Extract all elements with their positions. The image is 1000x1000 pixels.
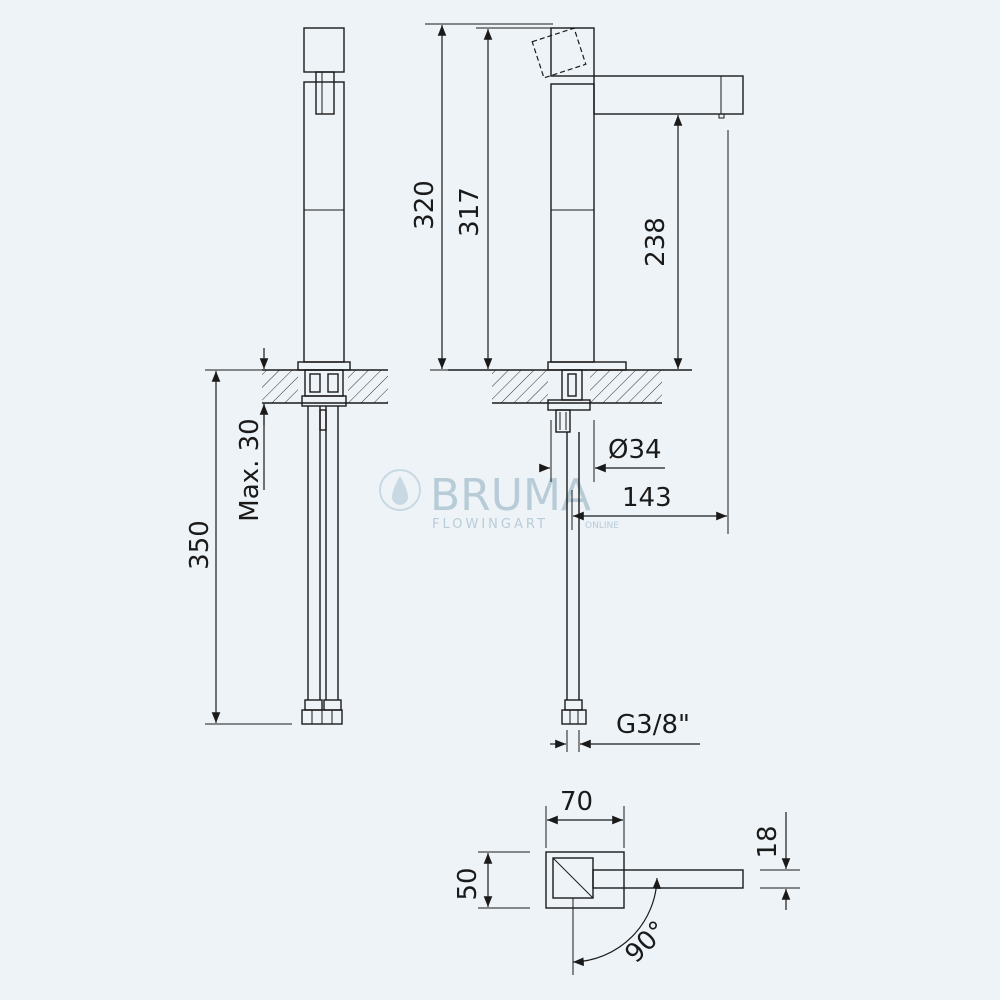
watermark-brand: BRUMA xyxy=(430,470,591,521)
dim-plan-depth: 50 xyxy=(453,867,483,900)
dim-total-height: 320 xyxy=(410,180,440,230)
dim-hose-length: 350 xyxy=(185,520,215,570)
front-body xyxy=(303,81,345,363)
water-drop-icon xyxy=(379,469,421,511)
dim-connection-thread: G3/8" xyxy=(616,710,690,740)
dim-plan-width: 70 xyxy=(560,787,593,817)
side-body xyxy=(550,83,595,363)
dim-spout-reach: 143 xyxy=(622,483,672,513)
plan-spout xyxy=(592,869,744,889)
plan-base xyxy=(545,851,625,909)
dim-arc-rotation xyxy=(572,877,662,967)
dim-rotation-angle: 90° xyxy=(619,915,673,969)
watermark: BRUMA FLOWINGART ONLINE xyxy=(379,469,619,532)
side-base-plate xyxy=(547,361,627,371)
watermark-tagline: FLOWINGART xyxy=(432,517,548,532)
dim-body-diameter: Ø34 xyxy=(608,435,662,465)
side-view: 320 317 238 Ø34 143 G3/8" xyxy=(410,23,744,752)
front-base-plate xyxy=(297,361,351,371)
front-view: 350 Max. 30 xyxy=(185,27,388,725)
side-handle xyxy=(550,27,595,77)
plan-view: 70 50 18 90° xyxy=(453,787,800,975)
front-handle xyxy=(303,27,345,73)
dim-spout-width: 18 xyxy=(753,825,783,858)
front-hoses xyxy=(301,406,343,725)
dim-spout-clearance: 238 xyxy=(641,217,671,267)
side-handle-rotated xyxy=(531,27,587,79)
front-handle-stem xyxy=(315,71,335,115)
dim-body-height: 317 xyxy=(455,187,485,237)
dim-deck-thickness: Max. 30 xyxy=(235,418,265,521)
watermark-tagline-suffix: ONLINE xyxy=(585,521,619,531)
